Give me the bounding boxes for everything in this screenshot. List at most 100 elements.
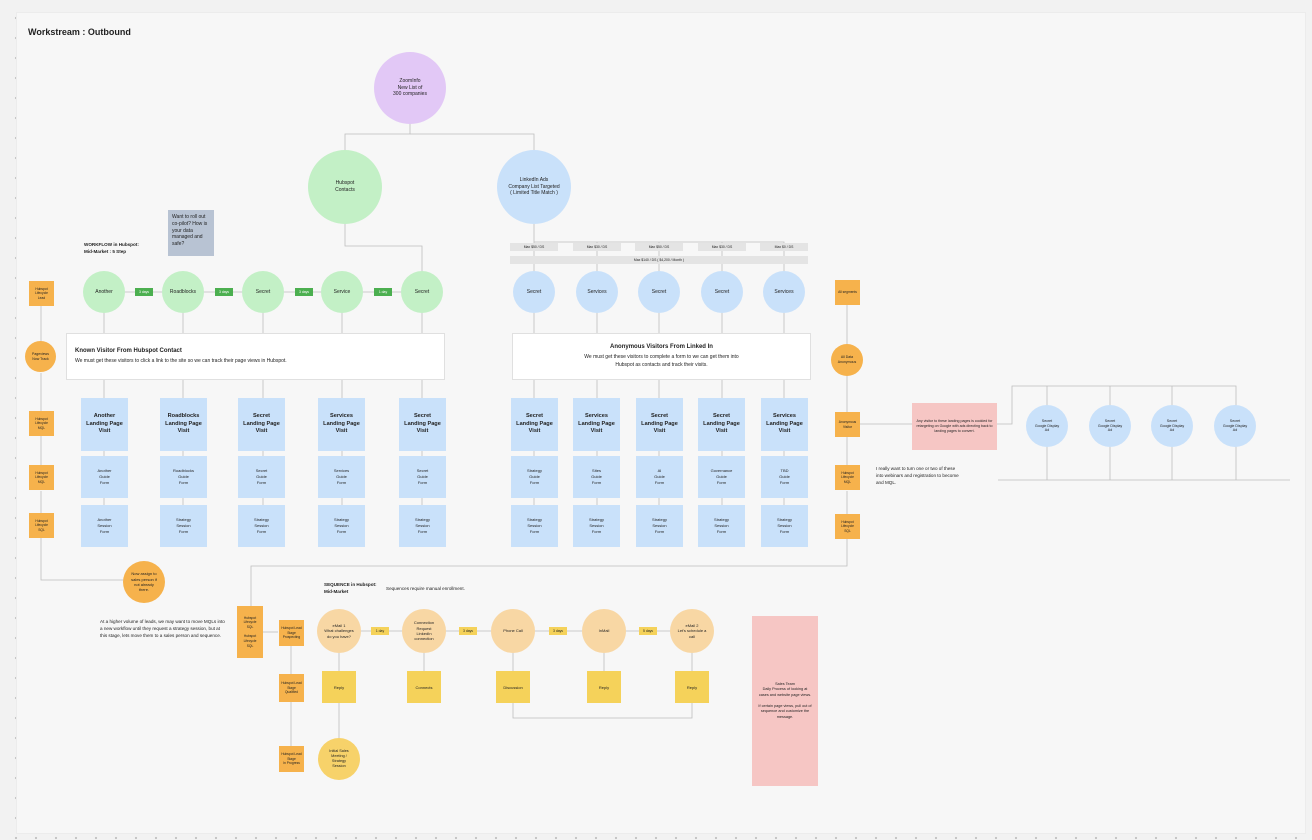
budget-tag: Max $30 / DS (573, 243, 621, 251)
guide-form: Strategy Guide Form (511, 456, 558, 498)
sequence-connection-request: Connection Request LinkedIn connection (402, 609, 446, 653)
linkedin-ads-circle: LinkedIn Ads Company List Targeted ( Lim… (497, 150, 571, 224)
google-display-ad: Secret Google Display Ad (1089, 405, 1131, 447)
lead-stage-qualified: Hubspot Lead Stage Qualified (279, 674, 304, 702)
budget-tag: Max $30 / DS (698, 243, 746, 251)
sequence-phone-call: Phone Call (491, 609, 535, 653)
sales-team-note: Sales Team Daily Process of looking at c… (752, 616, 818, 786)
sequence-email-2: eMail 2 Let's schedule a call (670, 609, 714, 653)
workflow-step-secret: Secret (242, 271, 284, 313)
assign-salesperson-circle: Now assign to sales person if not alread… (123, 561, 165, 603)
lifecycle-sql-box: Hubspot Lifecycle SQL (29, 513, 54, 538)
lifecycle-lead-box: Hubspot Lifecycle Lead (29, 281, 54, 306)
lifecycle-sql-pair: Hubspot Lifecycle SQL Hubspot Lifecycle … (237, 606, 263, 658)
lifecycle-mql-box: Hubspot Lifecycle MQL (29, 411, 54, 436)
lifecycle-sql-box: Hubspot Lifecycle SQL (835, 514, 860, 539)
workflow-title: WORKFLOW in Hubspot: Mid-Market : 5 Step (84, 242, 139, 254)
guide-form: Secret Guide Form (399, 456, 446, 498)
workflow-step-another: Another (83, 271, 125, 313)
landing-page-visit: Services Landing Page Visit (318, 398, 365, 451)
session-form: Strategy Session Form (761, 505, 808, 547)
google-display-ad: Secret Google Display Ad (1026, 405, 1068, 447)
guide-form: Secret Guide Form (238, 456, 285, 498)
copilot-note: Want to roll out co-pilot? How is your d… (168, 210, 214, 256)
anon-visitor-body: We must get these visitors to complete a… (584, 354, 739, 368)
google-display-ad: Secret Google Display Ad (1214, 405, 1256, 447)
lead-stage-in-progress: Hubspot Lead Stage In Progress (279, 746, 304, 772)
landing-page-visit: Roadblocks Landing Page Visit (160, 398, 207, 451)
landing-page-visit: Secret Landing Page Visit (511, 398, 558, 451)
lifecycle-mql-box: Hubspot Lifecycle MQL (835, 465, 860, 490)
budget-total-tag: Max $140 / DS ( $4,200 / Month ) (510, 256, 808, 264)
session-form: Strategy Session Form (511, 505, 558, 547)
landing-page-visit: Another Landing Page Visit (81, 398, 128, 451)
guide-form: Another Guide Form (81, 456, 128, 498)
linkedin-ad-services: Services (576, 271, 618, 313)
google-display-ad: Secret Google Display Ad (1151, 405, 1193, 447)
sequence-email-1: eMail 1 What challenges do you have? (317, 609, 361, 653)
sequence-inmail: InMail (582, 609, 626, 653)
budget-tag: Max $0 / DS (760, 243, 808, 251)
page-title: Workstream : Outbound (28, 27, 131, 37)
workflow-step-roadblocks: Roadblocks (162, 271, 204, 313)
budget-tag: Max $50 / DS (635, 243, 683, 251)
lifecycle-mql-box: Hubspot Lifecycle MQL (29, 465, 54, 490)
pageviews-circle: Pageviews Now Track (25, 341, 56, 372)
workflow-delay-tag: 3 days (295, 288, 313, 296)
landing-page-visit: Services Landing Page Visit (761, 398, 808, 451)
anonymous-visitor-box: Anonymous Visitor (835, 412, 860, 437)
webinar-note: I really want to turn one or two of thes… (876, 466, 959, 485)
sequence-result: Discussion (496, 671, 530, 703)
guide-form: TBD Guide Form (761, 456, 808, 498)
budget-tag: Max $50 / DS (510, 243, 558, 251)
anonymous-data-circle: All Data Anonymous (831, 344, 863, 376)
mql-workflow-note: At a higher volume of leads, we may want… (100, 619, 225, 638)
session-form: Strategy Session Form (636, 505, 683, 547)
sequence-result: Reply (322, 671, 356, 703)
session-form: Strategy Session Form (318, 505, 365, 547)
workflow-step-service: Service (321, 271, 363, 313)
known-visitor-card: Known Visitor From Hubspot Contact We mu… (66, 333, 445, 380)
guide-form: Services Guide Form (318, 456, 365, 498)
session-form: Another Session Form (81, 505, 128, 547)
landing-page-visit: Services Landing Page Visit (573, 398, 620, 451)
session-form: Strategy Session Form (698, 505, 745, 547)
session-form: Strategy Session Form (573, 505, 620, 547)
retarget-note: Any visitor to these landing pages is co… (912, 403, 997, 450)
session-form: Strategy Session Form (399, 505, 446, 547)
workflow-delay-tag: 3 days (135, 288, 153, 296)
guide-form: Governance Guide Form (698, 456, 745, 498)
landing-page-visit: Secret Landing Page Visit (636, 398, 683, 451)
guide-form: Roadblocks Guide Form (160, 456, 207, 498)
initial-sales-meeting: Initial Sales Meeting / Strategy Session (318, 738, 360, 780)
known-visitor-body: We must get these visitors to click a li… (75, 358, 287, 364)
session-form: Strategy Session Form (160, 505, 207, 547)
linkedin-ad-secret: Secret (513, 271, 555, 313)
landing-page-visit: Secret Landing Page Visit (238, 398, 285, 451)
anon-visitor-title: Anonymous Visitors From Linked In (610, 344, 713, 350)
anon-visitor-card: Anonymous Visitors From Linked In We mus… (512, 333, 811, 380)
hubspot-contacts-circle: Hubspot Contacts (308, 150, 382, 224)
session-form: Strategy Session Form (238, 505, 285, 547)
landing-page-visit: Secret Landing Page Visit (399, 398, 446, 451)
sequence-result: Reply (675, 671, 709, 703)
sequence-delay-tag: 1 day (371, 627, 389, 635)
known-visitor-title: Known Visitor From Hubspot Contact (75, 348, 182, 354)
sequence-result: Reply (587, 671, 621, 703)
lead-stage-prospecting: Hubspot Lead Stage Prospecting (279, 620, 304, 646)
sequence-delay-tag: 5 days (639, 627, 657, 635)
linkedin-ad-secret: Secret (701, 271, 743, 313)
workflow-delay-tag: 1 day (374, 288, 392, 296)
sequence-delay-tag: 3 days (549, 627, 567, 635)
guide-form: Sites Guide Form (573, 456, 620, 498)
sequence-delay-tag: 3 days (459, 627, 477, 635)
guide-form: AI Guide Form (636, 456, 683, 498)
workflow-step-secret-2: Secret (401, 271, 443, 313)
zoominfo-circle: ZoomInfo New List of 300 companies (374, 52, 446, 124)
sequence-note: Sequences require manual enrollment. (386, 586, 465, 591)
sequence-result: Connects (407, 671, 441, 703)
landing-page-visit: Secret Landing Page Visit (698, 398, 745, 451)
workflow-delay-tag: 3 days (215, 288, 233, 296)
linkedin-ad-services: Services (763, 271, 805, 313)
linkedin-ad-secret: Secret (638, 271, 680, 313)
